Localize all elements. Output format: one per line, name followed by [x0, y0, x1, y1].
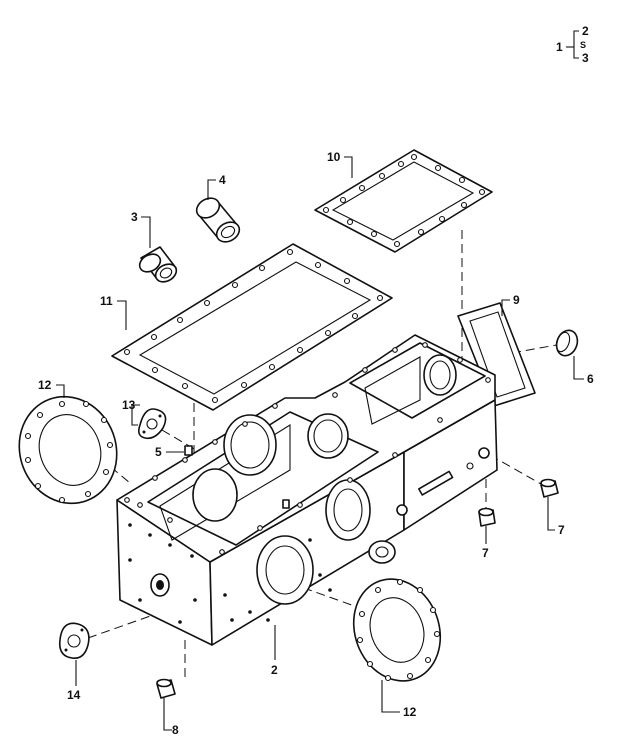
end-cap	[555, 329, 579, 357]
dowel-pin	[184, 445, 193, 456]
cover-plate-lower	[58, 622, 90, 660]
top-cover-plate	[314, 149, 493, 253]
legend: 1 2 S 3	[556, 24, 589, 65]
callout-plate-lower: 14	[67, 688, 81, 702]
callout-plug-front: 7	[482, 546, 489, 560]
callout-gasket-side: 9	[513, 293, 520, 307]
callout-plug-bottom: 8	[172, 723, 179, 737]
cover-plate-upper	[138, 408, 167, 440]
callout-flange-right: 12	[403, 705, 417, 719]
callout-plate-upper: 13	[122, 398, 136, 412]
callout-bushing-large: 4	[219, 173, 226, 187]
legend-parent: 1	[556, 40, 563, 54]
plug-bottom	[156, 678, 176, 699]
callout-dowel: 5	[155, 445, 162, 459]
callout-housing: 2	[271, 663, 278, 677]
transmission-housing	[116, 334, 498, 646]
flange-gasket-right	[352, 578, 442, 682]
callout-bushing-small: 3	[131, 210, 138, 224]
callout-flange-left: 12	[38, 378, 52, 392]
bushing-small	[138, 246, 178, 283]
callout-cover-large: 11	[100, 294, 113, 308]
legend-range-mark: S	[580, 40, 586, 50]
callout-plug-right: 7	[558, 523, 565, 537]
large-cover-gasket	[111, 243, 393, 411]
flange-gasket-left	[18, 395, 118, 505]
legend-child-a: 2	[582, 24, 589, 38]
bushing-large	[195, 197, 241, 243]
legend-child-b: 3	[582, 51, 589, 65]
callout-cover-top: 10	[327, 150, 341, 164]
plug-right	[540, 478, 559, 498]
callout-cap: 6	[587, 372, 594, 386]
callouts: 10 4 3 11 9 6 12 13 5 7 7 2 12	[38, 150, 594, 737]
plug-front	[478, 507, 496, 527]
